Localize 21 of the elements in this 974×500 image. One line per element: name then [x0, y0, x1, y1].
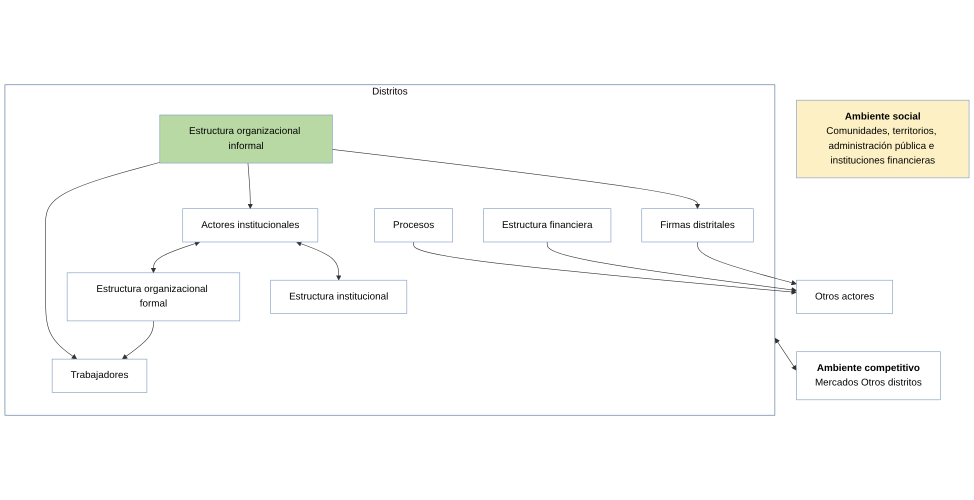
node-box: Otros actores	[796, 280, 893, 314]
arrow	[697, 242, 797, 286]
arrow	[45, 162, 160, 360]
node-box: Ambiente competitivo Mercados Otros distritos	[796, 351, 941, 400]
node-box: Procesos	[374, 208, 453, 242]
node-box: Ambiente social Comunidades, territorios, administración pública e instituciones financieras	[796, 100, 970, 178]
arrow	[296, 241, 342, 280]
arrow	[413, 242, 797, 295]
node-box: Firmas distritales	[641, 208, 754, 242]
arrow	[150, 241, 200, 274]
arrow	[332, 149, 700, 209]
arrow	[248, 162, 253, 209]
node-box: Estructura organizacional informal	[159, 114, 333, 164]
arrow	[774, 338, 797, 371]
node-box: Actores institucionales	[182, 208, 318, 242]
node-box: Estructura organizacional formal	[66, 272, 240, 322]
node-box: Estructura institucional	[270, 280, 408, 314]
arrow	[122, 320, 154, 360]
arrow	[546, 242, 797, 293]
node-box: Trabajadores	[52, 358, 148, 393]
node-box: Estructura financiera	[483, 208, 612, 242]
